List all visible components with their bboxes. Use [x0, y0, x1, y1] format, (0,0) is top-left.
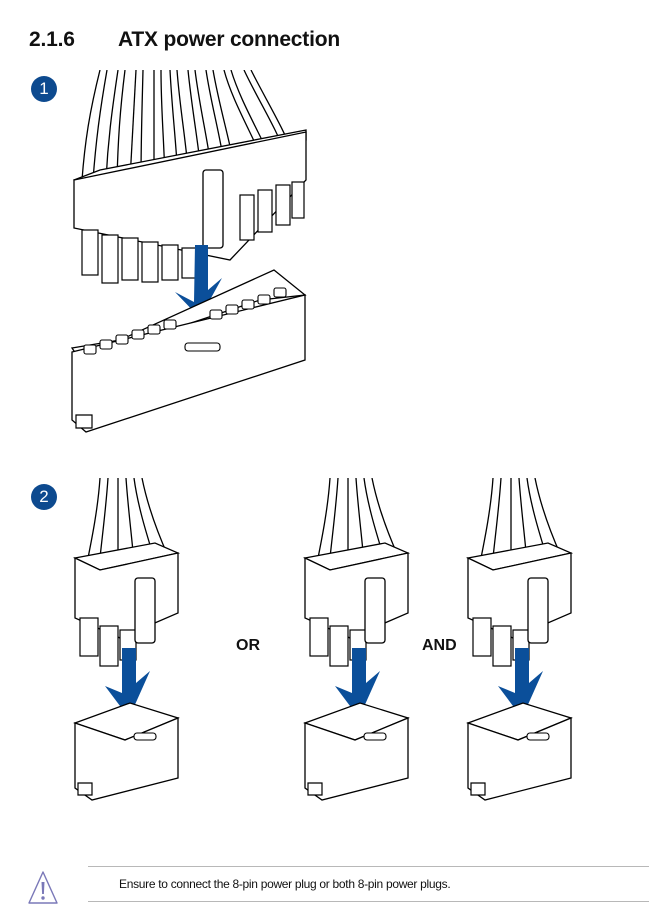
atx-24pin-figure: [70, 70, 307, 433]
header-key: [184, 342, 221, 352]
warning-icon: [28, 871, 58, 904]
eps-8pin-figure-middle: [302, 478, 411, 801]
insert-arrow: [498, 648, 543, 718]
eps-8pin-figure-left: [72, 478, 181, 801]
header-peg: [75, 414, 93, 429]
insert-arrow: [335, 648, 380, 718]
section-title: ATX power connection: [118, 28, 340, 51]
step-2-badge: 2: [31, 484, 57, 510]
insert-arrow: [105, 648, 150, 718]
section-number: 2.1.6: [29, 28, 75, 51]
eps-8pin-figure-right: [465, 478, 574, 801]
or-label: OR: [236, 637, 260, 654]
header-sockets: [83, 287, 287, 355]
note-bottom-rule: [88, 901, 649, 902]
note-top-rule: [88, 866, 649, 867]
note-text: Ensure to connect the 8-pin power plug o…: [119, 877, 451, 891]
plug-latch: [134, 577, 156, 644]
plug-latch: [202, 169, 224, 249]
and-label: AND: [422, 637, 457, 654]
step-1-badge: 1: [31, 76, 57, 102]
insert-arrow: [175, 245, 222, 318]
plug-pins: [81, 181, 305, 284]
